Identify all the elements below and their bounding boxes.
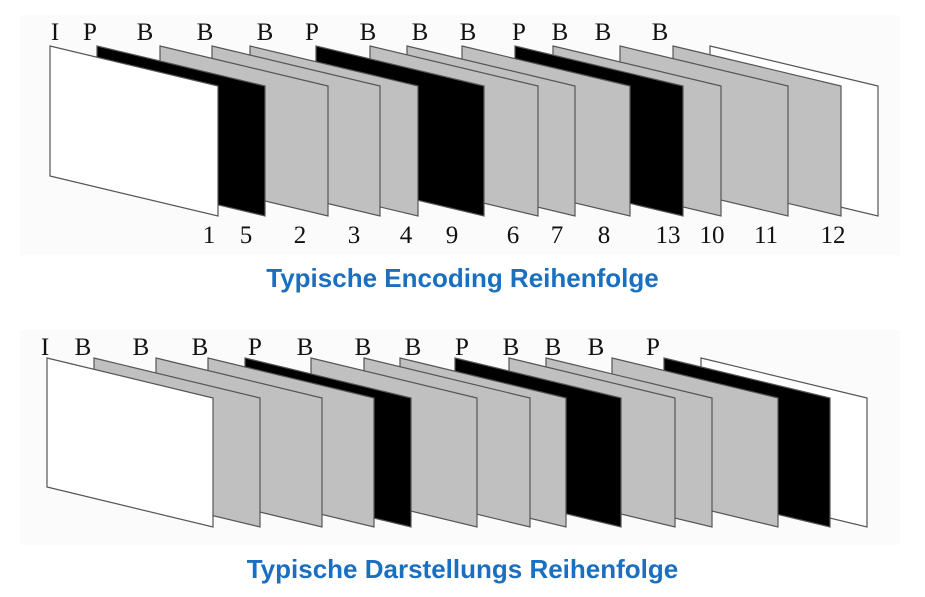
frame-type-label: P	[646, 334, 660, 361]
frame-type-label: P	[305, 19, 319, 46]
frame-type-label: B	[75, 334, 92, 361]
frame-type-label: B	[552, 19, 569, 46]
frame-type-label: B	[137, 19, 154, 46]
encoding-order-number: 3	[348, 222, 361, 249]
frame-type-label: B	[360, 19, 377, 46]
frame-type-label: B	[197, 19, 214, 46]
encoding-title: Typische Encoding Reihenfolge	[266, 263, 659, 293]
frame-type-label: B	[595, 19, 612, 46]
frame-type-label: I	[51, 19, 59, 46]
encoding-order-number: 8	[598, 222, 611, 249]
frame-type-label: B	[545, 334, 562, 361]
encoding-order-number: 11	[754, 222, 778, 249]
encoding-order-number: 10	[700, 222, 725, 249]
display-title: Typische Darstellungs Reihenfolge	[246, 554, 679, 584]
frame-i	[46, 357, 214, 528]
encoding-order-number: 5	[240, 222, 253, 249]
encoding-order-number: 9	[446, 222, 459, 249]
frame-type-label: B	[133, 334, 150, 361]
frame-type-label: B	[503, 334, 520, 361]
frame-type-label: P	[83, 19, 97, 46]
frame-type-label: B	[588, 334, 605, 361]
frame-type-label: P	[455, 334, 469, 361]
frame-type-label: B	[460, 19, 477, 46]
frame-type-label: B	[405, 334, 422, 361]
frame-type-label: I	[41, 334, 49, 361]
frame-type-label: B	[257, 19, 274, 46]
encoding-order-number: 4	[400, 222, 413, 249]
encoding-order-number: 6	[507, 222, 520, 249]
frame-i	[49, 45, 219, 217]
frame-type-label: B	[652, 19, 669, 46]
encoding-order-number: 13	[656, 222, 681, 249]
frame-type-label: B	[412, 19, 429, 46]
encoding-order-number: 1	[203, 222, 216, 249]
encoding-order-number: 7	[551, 222, 564, 249]
frame-type-label: B	[355, 334, 372, 361]
frame-type-label: P	[512, 19, 526, 46]
frame-type-label: P	[248, 334, 262, 361]
encoding-order-number: 12	[821, 222, 846, 249]
frame-type-label: B	[297, 334, 314, 361]
encoding-order-number: 2	[294, 222, 307, 249]
frame-type-label: B	[192, 334, 209, 361]
